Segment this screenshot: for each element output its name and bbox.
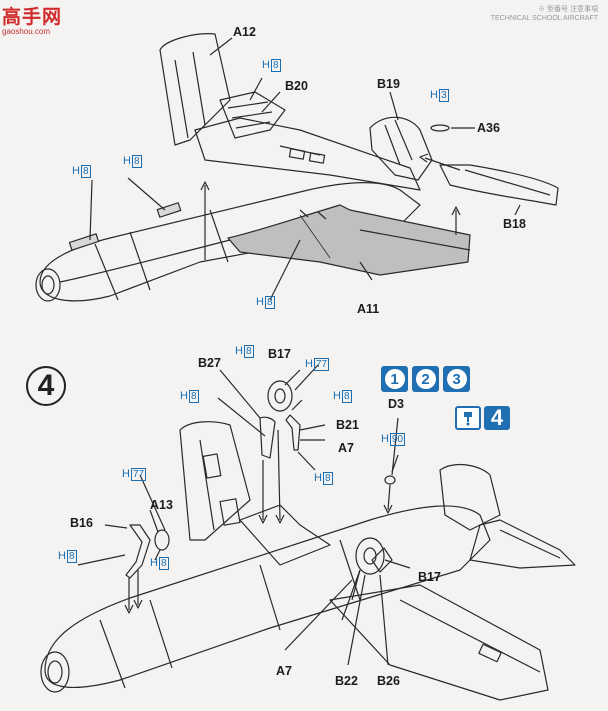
part-label-a7: A7 xyxy=(338,441,354,455)
header-note-line: ※ 型番号 注意事項 xyxy=(538,6,598,13)
subassembly-ref-1: 1 xyxy=(381,366,408,392)
subassembly-ref-3: 3 xyxy=(443,366,470,392)
watermark-logo: 高手网 gaoshou.com xyxy=(2,2,72,36)
part-label-a7: A7 xyxy=(276,664,292,678)
part-label-b26: B26 xyxy=(377,674,400,688)
part-label-a12: A12 xyxy=(233,25,256,39)
watermark-name: 高手网 xyxy=(2,7,63,28)
step-number: 4 xyxy=(26,366,66,406)
part-label-b22: B22 xyxy=(335,674,358,688)
part-label-b18: B18 xyxy=(503,217,526,231)
part-label-d3: D3 xyxy=(388,397,404,411)
part-label-b21: B21 xyxy=(336,418,359,432)
part-label-a36: A36 xyxy=(477,121,500,135)
header-note-line: TECHNICAL SCHOOL AIRCRAFT xyxy=(490,15,598,23)
part-label-b17: B17 xyxy=(268,347,291,361)
glue-icon xyxy=(455,406,481,430)
next-step-ref: 4 xyxy=(484,405,510,430)
part-label-a13: A13 xyxy=(150,498,173,512)
part-label-b19: B19 xyxy=(377,77,400,91)
part-label-b20: B20 xyxy=(285,79,308,93)
part-label-b27: B27 xyxy=(198,356,221,370)
part-label-b17: B17 xyxy=(418,570,441,584)
part-label-b16: B16 xyxy=(70,516,93,530)
part-label-a11: A11 xyxy=(357,302,380,316)
top-aircraft-drawing xyxy=(35,33,559,302)
header-note: ※ 型番号 注意事項 TECHNICAL SCHOOL AIRCRAFT xyxy=(491,5,598,23)
watermark-url: gaoshou.com xyxy=(2,27,51,36)
subassembly-ref-2: 2 xyxy=(412,366,439,392)
bottom-aircraft-drawing xyxy=(40,364,576,701)
